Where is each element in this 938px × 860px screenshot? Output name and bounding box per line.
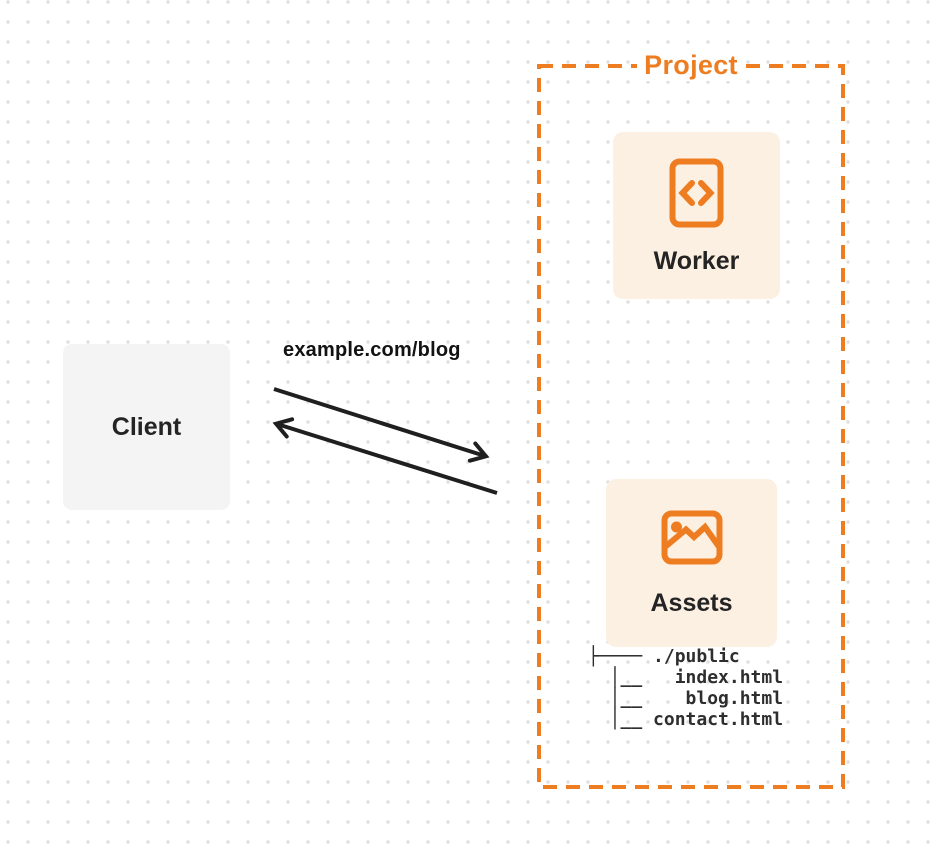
file-tree-item: │__ index.html xyxy=(588,667,784,688)
request-url-label: example.com/blog xyxy=(283,339,461,361)
response-arrow xyxy=(272,417,498,495)
assets-label: Assets xyxy=(650,589,733,617)
worker-label: Worker xyxy=(653,246,740,275)
file-tree-item: │__ contact.html xyxy=(588,709,784,730)
request-response-arrows xyxy=(272,387,498,495)
file-tree: ├──── ./public │__ index.html │__ blog.h… xyxy=(588,646,783,730)
assets-card: Assets xyxy=(606,479,777,647)
code-file-icon xyxy=(669,158,724,227)
file-tree-item: │__ blog.html xyxy=(588,688,784,709)
request-arrow xyxy=(273,387,490,463)
client-label: Client xyxy=(111,412,182,441)
image-icon xyxy=(661,510,722,565)
file-tree-root: ├──── ./public xyxy=(588,646,740,667)
client-box: Client xyxy=(63,344,230,510)
worker-card: Worker xyxy=(613,132,780,299)
